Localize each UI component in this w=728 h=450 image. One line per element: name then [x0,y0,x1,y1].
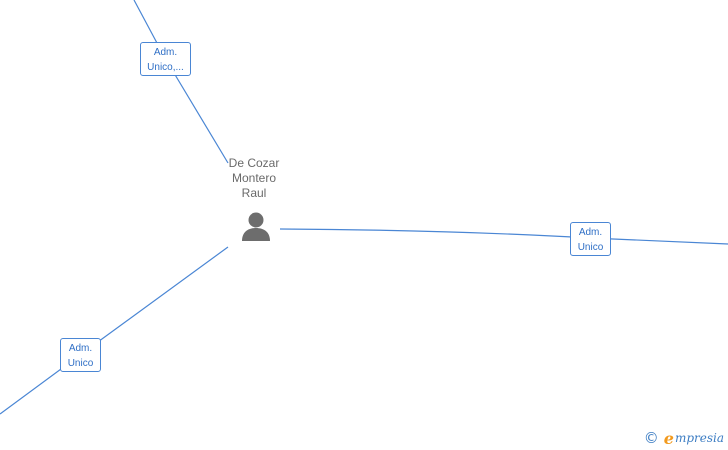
person-name-line: Montero [231,171,277,185]
person-name-line: De Cozar [228,156,280,170]
person-icon[interactable] [240,211,272,241]
edge-line-bottom-left [0,246,229,415]
edge-label-right[interactable]: Adm. Unico [570,222,611,256]
person-name[interactable]: De Cozar Montero Raul [208,156,300,201]
edge-label-line: Adm. [578,227,603,238]
edge-label-line: Adm. [153,47,178,58]
edge-label-line: Unico [577,242,604,253]
copyright-icon: © [643,429,659,447]
brand-logo-text: mpresia [674,431,724,445]
edge-label-line: Adm. [68,343,93,354]
edge-line-right [279,228,728,245]
edge-label-line: Unico,... [147,62,184,73]
edge-label-line: Unico [67,358,94,369]
edge-label-top-left[interactable]: Adm. Unico,... [140,42,191,76]
edge-line-top-left [133,0,229,164]
person-name-line: Raul [241,186,267,200]
brand-watermark: © e mpresia [643,428,724,448]
edge-label-bottom-left[interactable]: Adm. Unico [60,338,101,372]
brand-logo-initial: e [663,428,674,448]
